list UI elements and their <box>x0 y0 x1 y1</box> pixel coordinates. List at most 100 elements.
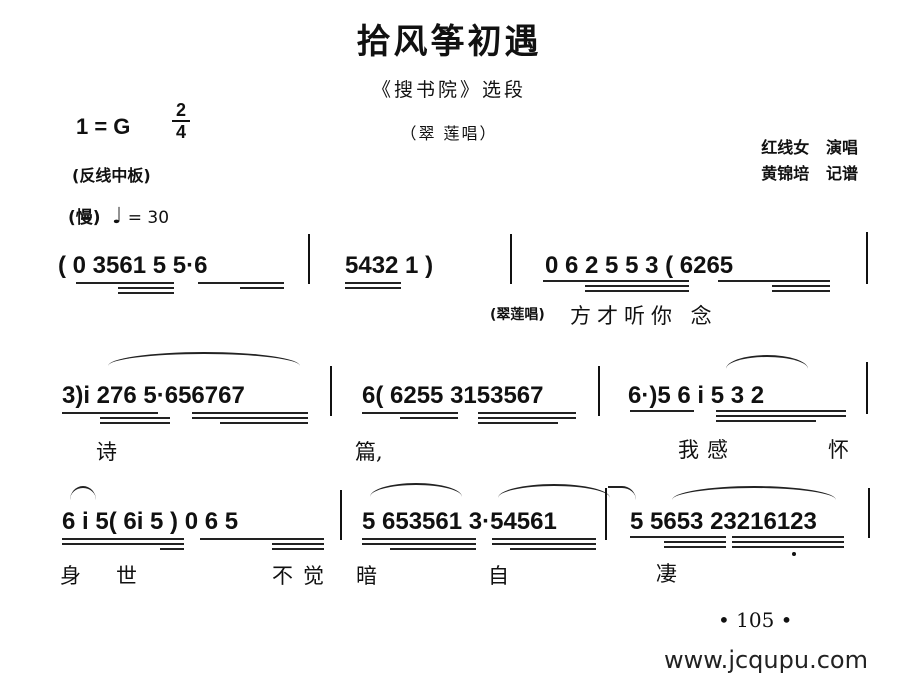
underline <box>664 546 726 548</box>
underline <box>492 538 596 540</box>
measure-8: 5 653561 3·54561 <box>362 508 557 535</box>
underline <box>510 548 596 550</box>
underline <box>62 412 158 414</box>
tempo-value: = 30 <box>127 208 170 228</box>
bar-line <box>340 490 342 540</box>
underline <box>118 282 174 284</box>
time-sig-denominator: 4 <box>175 122 186 142</box>
slur <box>608 486 636 500</box>
underline <box>732 546 844 548</box>
bar-line <box>330 366 332 416</box>
underline <box>345 282 401 284</box>
performer-role: （翠 莲唱） <box>400 124 498 143</box>
underline <box>345 287 401 289</box>
underline <box>192 412 308 414</box>
underline <box>585 290 689 292</box>
underline <box>400 417 458 419</box>
mode-label: (反线中板) <box>72 166 151 185</box>
bar-line <box>866 232 868 284</box>
bar-line <box>866 362 868 414</box>
song-subtitle: 《搜书院》选段 <box>371 79 526 101</box>
underline <box>716 415 846 417</box>
underline <box>200 538 324 540</box>
underline <box>664 541 726 543</box>
underline <box>62 538 184 540</box>
measure-9: 5 5653 23216123 <box>630 508 817 535</box>
underline <box>272 543 324 545</box>
bar-line <box>868 488 870 538</box>
underline <box>732 541 844 543</box>
lower-octave-dot <box>792 552 796 556</box>
lyric-text: 方才听你 念 <box>570 304 718 328</box>
underline <box>492 543 596 545</box>
underline <box>362 543 476 545</box>
credit-transcriber: 黄锦培 记谱 <box>761 161 858 187</box>
underline <box>240 287 284 289</box>
underline <box>160 548 184 550</box>
underline <box>76 282 132 284</box>
lyric-char: 我感 <box>678 438 736 462</box>
underline <box>630 536 726 538</box>
lyric-char: 暗 <box>356 564 377 588</box>
lyric-char: 篇, <box>355 440 383 464</box>
bar-line <box>510 234 512 284</box>
underline <box>118 287 174 289</box>
credit-name: 红线女 <box>761 138 810 157</box>
bar-line <box>605 488 607 540</box>
lyric-char: 凄 <box>656 562 677 586</box>
slur <box>672 486 836 500</box>
lyric-char: 怀 <box>828 438 849 462</box>
lyric-char: 世 <box>116 564 137 588</box>
underline <box>220 422 308 424</box>
underline <box>478 412 576 414</box>
underline <box>100 417 170 419</box>
underline <box>718 280 830 282</box>
credit-name: 黄锦培 <box>761 164 810 183</box>
underline <box>192 417 308 419</box>
underline <box>716 420 816 422</box>
credits: 红线女 演唱 黄锦培 记谱 <box>761 135 858 187</box>
underline <box>772 285 830 287</box>
underline <box>118 292 174 294</box>
slur <box>498 484 610 498</box>
underline <box>478 417 576 419</box>
measure-2: 5432 1 ) <box>345 252 434 279</box>
lyric-char: 自 <box>488 564 509 588</box>
underline <box>630 410 694 412</box>
time-sig-numerator: 2 <box>172 100 190 122</box>
lyric-singer-label: (翠莲唱) <box>490 307 545 323</box>
underline <box>478 422 558 424</box>
slur <box>370 483 462 497</box>
tempo-label: (慢) <box>68 208 101 228</box>
underline <box>198 282 284 284</box>
key-signature: 1 = G <box>76 114 131 139</box>
lyric-char: 诗 <box>96 440 117 464</box>
measure-7: 6 i 5( 6i 5 ) 0 6 5 <box>62 508 239 535</box>
underline <box>716 410 846 412</box>
underline <box>362 538 476 540</box>
underline <box>585 285 689 287</box>
measure-6: 6·)5 6 i 5 3 2 <box>628 382 765 409</box>
time-signature: 2 4 <box>172 100 190 142</box>
underline <box>390 548 476 550</box>
website-watermark: www.jcqupu.com <box>664 646 868 674</box>
slur <box>726 355 808 369</box>
underline <box>62 543 184 545</box>
slur <box>108 352 300 366</box>
credit-role: 演唱 <box>825 138 858 157</box>
page-number: • 105 • <box>718 608 793 632</box>
bar-line <box>598 366 600 416</box>
underline <box>543 280 689 282</box>
slur <box>70 486 96 500</box>
credit-singer: 红线女 演唱 <box>761 135 858 161</box>
bar-line <box>308 234 310 284</box>
lyric-char: 身 <box>60 564 81 588</box>
song-title: 拾风筝初遇 <box>356 22 542 62</box>
quarter-note-icon: ♩ <box>111 204 123 229</box>
underline <box>732 536 844 538</box>
measure-4: 3)i 276 5·656767 <box>62 382 245 409</box>
measure-3: 0 6 2 5 5 3 ( 6265 <box>545 252 734 279</box>
underline <box>100 422 170 424</box>
measure-5: 6( 6255 3153567 <box>362 382 544 409</box>
credit-role: 记谱 <box>825 164 858 183</box>
